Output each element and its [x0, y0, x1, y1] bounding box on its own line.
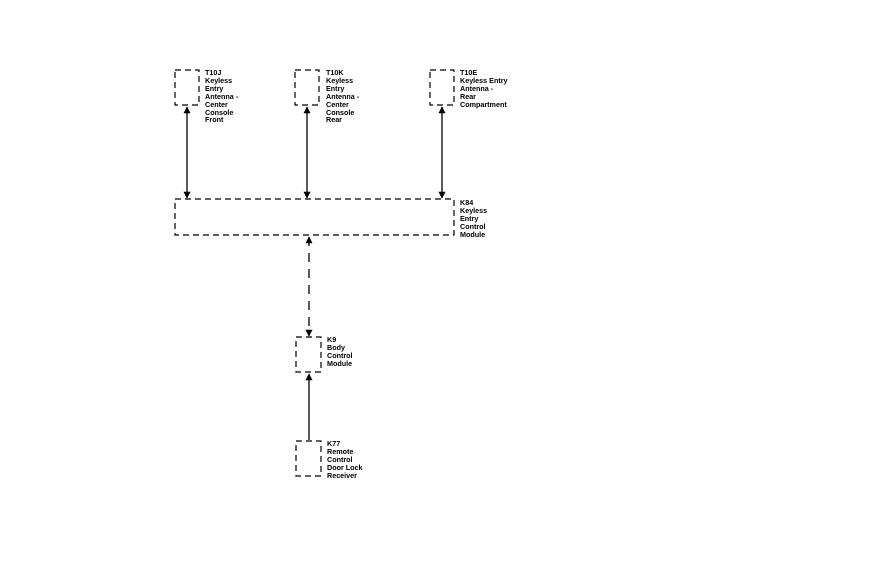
k9-box [295, 336, 322, 373]
t10e-box [429, 69, 455, 106]
k84-id: K84 [460, 198, 474, 207]
k84-box [174, 198, 455, 236]
t10e-label: T10E Keyless Entry Antenna - Rear Compar… [460, 68, 508, 109]
k77-box [295, 440, 322, 477]
k84-label: K84 Keyless Entry Control Module [460, 198, 488, 239]
t10k-label: T10K Keyless Entry Antenna - Center Cons… [326, 68, 360, 125]
t10k-id: T10K [326, 68, 344, 77]
k9-id: K9 [327, 335, 337, 344]
k77-id: K77 [327, 439, 341, 448]
k77-label: K77 Remote Control Door Lock Receiver [327, 439, 363, 480]
t10e-id: T10E [460, 68, 478, 77]
t10j-box [174, 69, 200, 106]
t10j-label: T10J Keyless Entry Antenna - Center Cons… [205, 68, 239, 125]
k9-label: K9 Body Control Module [327, 335, 353, 368]
t10k-box [294, 69, 320, 106]
t10j-id: T10J [205, 68, 222, 77]
